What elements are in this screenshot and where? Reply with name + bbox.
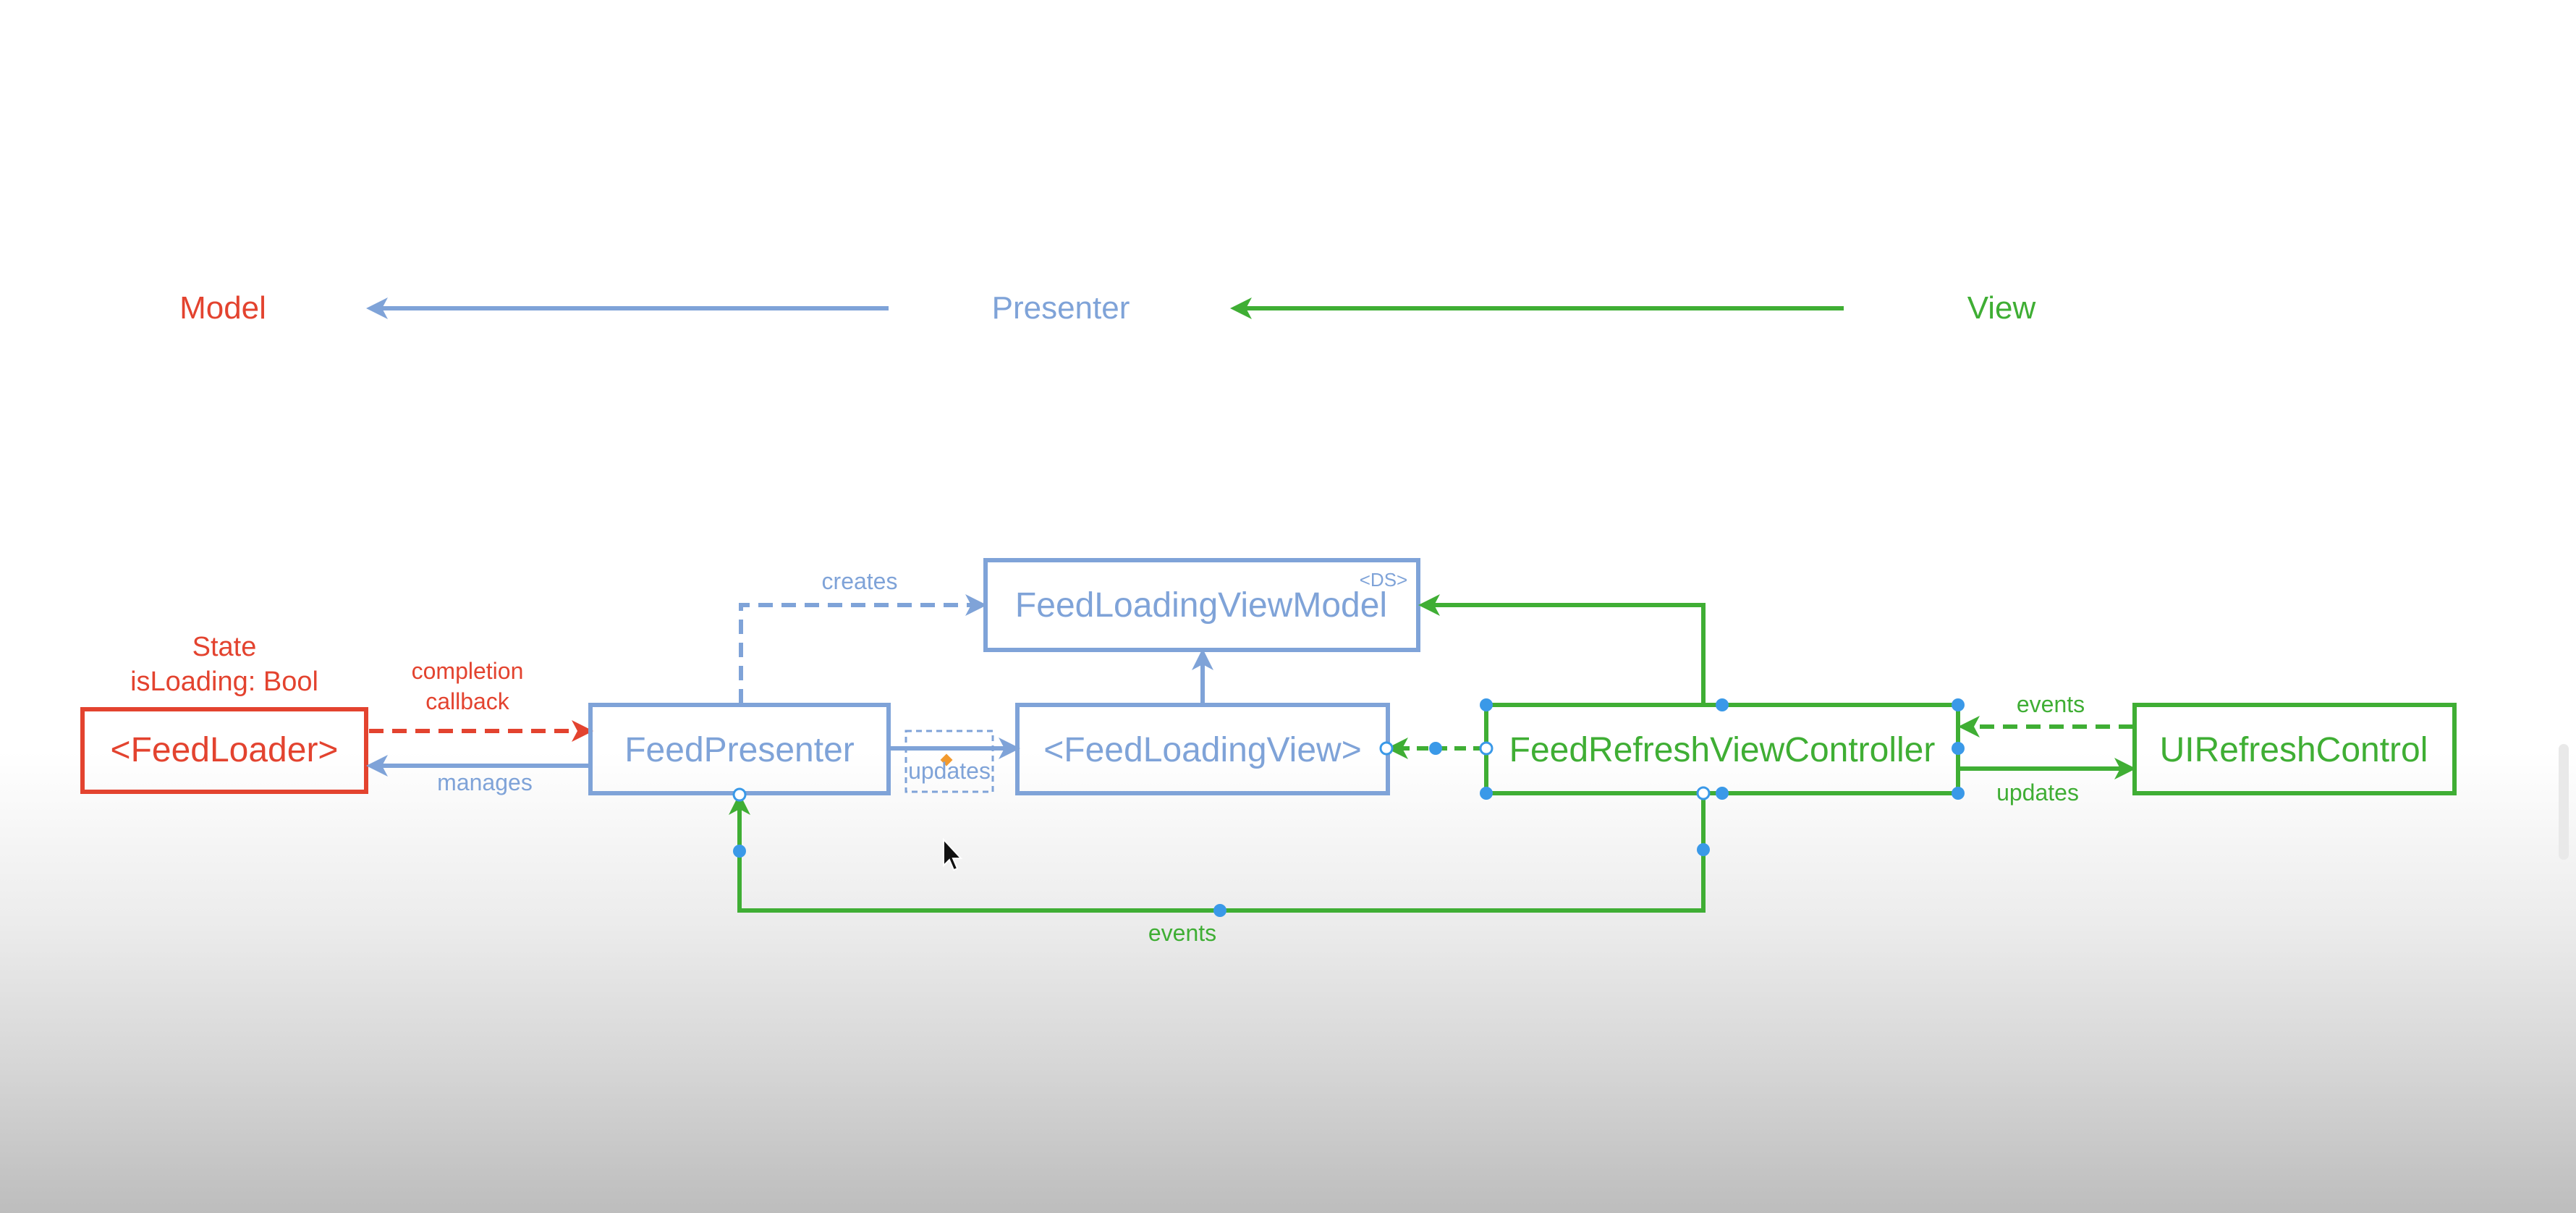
feed-presenter-label: FeedPresenter — [624, 731, 855, 769]
controller-to-view-model-arrow — [1418, 594, 1706, 703]
creates-arrow — [739, 594, 987, 703]
feed-loader-box[interactable] — [80, 707, 368, 794]
mouse-pointer-icon — [943, 837, 963, 871]
completion-label: completion — [412, 658, 524, 684]
creates-label: creates — [822, 568, 898, 594]
updates-right-label: updates — [1996, 779, 2079, 806]
updates-label-selection-box[interactable] — [904, 730, 994, 793]
resize-handle[interactable] — [1952, 742, 1965, 755]
presenter-updates-label: updates — [908, 758, 991, 784]
resize-handle[interactable] — [1952, 787, 1965, 800]
resize-handle[interactable] — [1480, 698, 1493, 711]
state-title: State — [192, 632, 257, 662]
feed-refresh-view-controller-label: FeedRefreshViewController — [1509, 731, 1936, 769]
feed-loader-label: <FeedLoader> — [111, 731, 339, 769]
feed-loading-view-label: <FeedLoadingView> — [1043, 731, 1361, 769]
connector-endpoint-handle[interactable] — [1479, 741, 1494, 756]
callback-label: callback — [425, 688, 510, 714]
connector-endpoint-handle[interactable] — [732, 787, 747, 802]
ds-tag: <DS> — [1360, 569, 1408, 591]
resize-handle[interactable] — [1952, 698, 1965, 711]
state-is-loading: isLoading: Bool — [130, 667, 318, 697]
ui-refresh-control-box[interactable] — [2132, 703, 2457, 795]
selection-handles[interactable] — [733, 698, 1965, 917]
events-bottom-label: events — [1148, 920, 1216, 946]
feed-loading-view-model-label: FeedLoadingViewModel — [1015, 586, 1387, 625]
connector-midpoint-handle[interactable] — [733, 845, 746, 858]
connector-endpoint-handle[interactable] — [1379, 741, 1394, 756]
events-top-label: events — [2017, 691, 2085, 717]
connector-midpoint-handle[interactable] — [1697, 843, 1710, 856]
manages-label: manages — [437, 769, 533, 795]
resize-handle[interactable] — [1716, 787, 1729, 800]
legend-presenter: Presenter — [992, 290, 1130, 326]
connector-orange-handle[interactable] — [940, 753, 953, 766]
connector-midpoint-handle[interactable] — [1213, 904, 1226, 917]
legend-model: Model — [179, 290, 266, 326]
controller-events-to-presenter-arrow — [729, 793, 1706, 913]
legend-view: View — [1967, 290, 2036, 326]
resize-handle[interactable] — [1716, 698, 1729, 711]
scrollbar-thumb[interactable] — [2559, 744, 2569, 860]
ui-refresh-control-label: UIRefreshControl — [2160, 731, 2428, 769]
resize-handle[interactable] — [1480, 787, 1493, 800]
connector-endpoint-handle[interactable] — [1696, 786, 1711, 800]
connector-midpoint-handle[interactable] — [1429, 742, 1442, 755]
